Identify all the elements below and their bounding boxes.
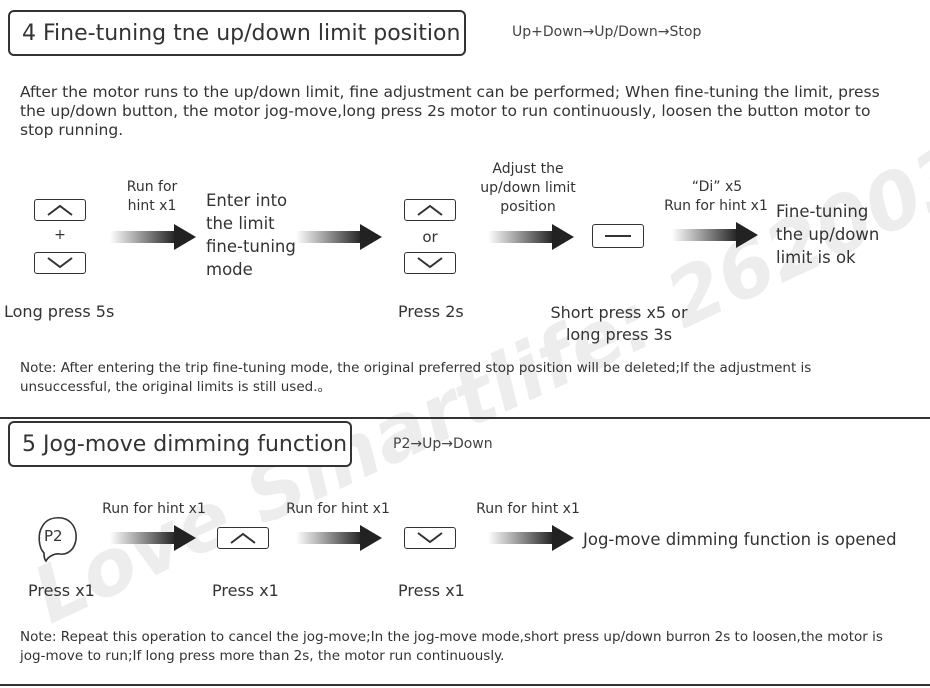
- section5-note: Note: Repeat this operation to cancel th…: [20, 629, 883, 664]
- up-chevron-icon: [417, 204, 443, 216]
- section4-description: After the motor runs to the up/down limi…: [20, 83, 880, 139]
- gradient-arrow-icon: [296, 224, 382, 250]
- arrow5-2-label: Run for hint x1: [286, 501, 390, 517]
- section5-title: 5 Jog-move dimming function: [8, 421, 352, 467]
- up-button: [404, 199, 456, 221]
- down-button: [404, 527, 456, 549]
- gradient-arrow-icon: [488, 224, 574, 250]
- down-button: [404, 252, 456, 274]
- section4-note: Note: After entering the trip fine-tunin…: [20, 360, 812, 395]
- section5-result: Jog-move dimming function is opened: [583, 530, 897, 549]
- gradient-arrow-icon: [110, 525, 196, 551]
- result1-text: Enter into the limit fine-tuning mode: [206, 191, 296, 279]
- stop-button: [592, 224, 644, 248]
- remote-button-icon: [38, 516, 77, 563]
- or-label: or: [422, 228, 438, 246]
- step5-3-press-label: Press x1: [398, 581, 465, 600]
- up-chevron-icon: [47, 204, 73, 216]
- down-button: [34, 252, 86, 274]
- gradient-arrow-icon: [672, 222, 758, 248]
- down-chevron-icon: [417, 532, 443, 544]
- gradient-arrow-icon: [296, 525, 382, 551]
- step5-1-press-label: Press x1: [28, 581, 95, 600]
- section4-sequence: Up+Down→Up/Down→Stop: [512, 24, 702, 40]
- gradient-arrow-icon: [488, 525, 574, 551]
- result2-text: Fine-tuning the up/down limit is ok: [776, 202, 880, 267]
- up-chevron-icon: [230, 532, 256, 544]
- up-button: [217, 527, 269, 549]
- step5-2-press-label: Press x1: [212, 581, 279, 600]
- step1-press-label: Long press 5s: [4, 302, 115, 321]
- arrow3-label: Adjust the up/down limit position: [480, 161, 576, 215]
- p2-label: P2: [44, 527, 63, 545]
- arrow4-label-hint: Run for hint x1: [664, 198, 768, 214]
- step2-press-label: Press 2s: [398, 302, 464, 321]
- stop-bar-icon: [605, 235, 631, 237]
- arrow5-3-label: Run for hint x1: [476, 501, 580, 517]
- arrow5-1-label: Run for hint x1: [102, 501, 206, 517]
- gradient-arrow-icon: [110, 224, 196, 250]
- down-chevron-icon: [47, 257, 73, 269]
- up-button: [34, 199, 86, 221]
- section5-sequence: P2→Up→Down: [393, 436, 493, 452]
- arrow4-label-di: “Di” x5: [691, 179, 743, 195]
- down-chevron-icon: [417, 257, 443, 269]
- step3-press-label: Short press x5 or long press 3s: [550, 303, 688, 344]
- bottom-divider: [0, 684, 930, 686]
- section4-title: 4 Fine-tuning tne up/down limit position: [8, 10, 466, 56]
- arrow1-label: Run for hint x1: [126, 179, 178, 214]
- section-divider: [0, 417, 930, 419]
- plus-sign: +: [54, 227, 66, 243]
